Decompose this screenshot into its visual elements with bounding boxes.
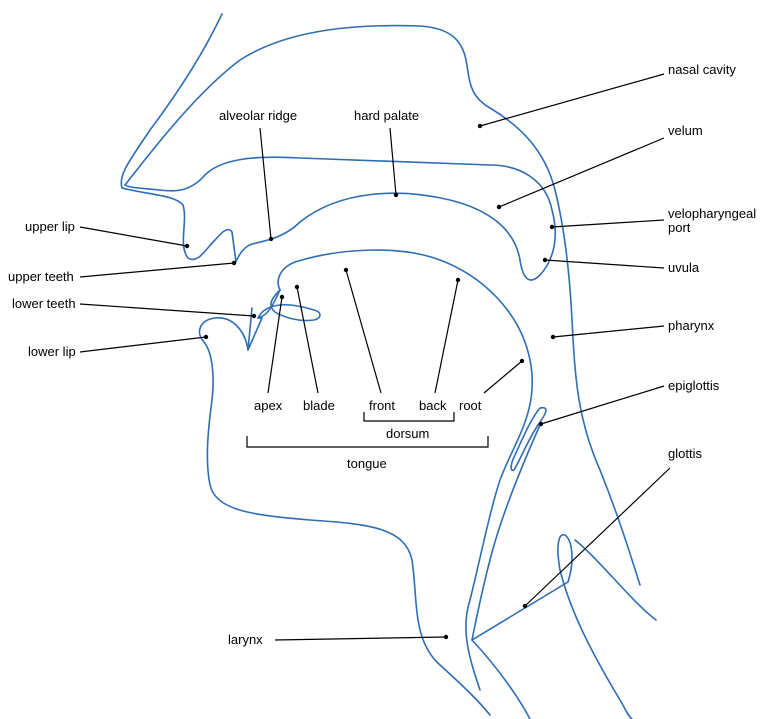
- point-apex: [279, 294, 285, 300]
- point-epiglottis: [538, 421, 544, 427]
- label-pharynx: pharynx: [668, 318, 715, 333]
- label-lower-teeth: lower teeth: [12, 296, 76, 311]
- leader-root: [483, 360, 523, 394]
- nasal-roof-outline: [124, 24, 641, 586]
- point-pharynx: [550, 334, 556, 340]
- point-velopharyngeal-port: [549, 224, 555, 230]
- point-front: [343, 267, 349, 273]
- lower-teeth-outline: [247, 307, 263, 351]
- label-alveolar-ridge: alveolar ridge: [219, 108, 297, 123]
- label-nasal-cavity: nasal cavity: [668, 62, 736, 77]
- point-velum: [496, 204, 502, 210]
- label-larynx: larynx: [228, 632, 263, 647]
- tongue-outline: [257, 249, 534, 691]
- larynx-front-outline: [471, 424, 541, 641]
- label-apex: apex: [254, 398, 283, 413]
- tongue-tip-outline: [257, 289, 321, 322]
- pharynx-back-wall: [574, 539, 657, 621]
- leader-back: [434, 279, 459, 394]
- leader-epiglottis: [540, 385, 665, 425]
- leader-uvula: [544, 259, 665, 269]
- leader-velopharyngeal-port: [551, 219, 665, 228]
- leader-upper-lip: [79, 226, 188, 247]
- label-tongue: tongue: [347, 456, 387, 471]
- label-velum: velum: [668, 123, 703, 138]
- nasal-cavity-outline: [120, 13, 556, 281]
- label-velopharyngeal-line2: port: [668, 220, 691, 235]
- label-glottis: glottis: [668, 446, 702, 461]
- label-hard-palate: hard palate: [354, 108, 419, 123]
- leader-blade: [296, 286, 319, 394]
- dorsum-bracket: [363, 412, 455, 422]
- point-hard-palate: [393, 192, 399, 198]
- point-upper-teeth: [231, 260, 237, 266]
- leader-glottis: [524, 467, 671, 607]
- label-epiglottis: epiglottis: [668, 378, 720, 393]
- label-uvula: uvula: [668, 260, 700, 275]
- leader-hard-palate: [389, 127, 397, 196]
- label-root: root: [459, 398, 482, 413]
- leader-front: [345, 269, 382, 394]
- label-dorsum: dorsum: [386, 426, 429, 441]
- glottis-lower-outline: [471, 639, 531, 719]
- label-lower-lip: lower lip: [28, 344, 76, 359]
- point-blade: [294, 284, 300, 290]
- tongue-bracket: [246, 436, 489, 448]
- leader-upper-teeth: [79, 262, 235, 278]
- vocal-fold-outline: [471, 533, 633, 719]
- leader-lower-teeth: [79, 303, 255, 317]
- point-upper-lip: [184, 243, 190, 249]
- leader-velum: [498, 137, 665, 208]
- point-nasal-cavity: [477, 123, 483, 129]
- label-blade: blade: [303, 398, 335, 413]
- label-velopharyngeal-line1: velopharyngeal: [668, 206, 756, 221]
- leader-apex: [267, 296, 283, 394]
- lower-lip-outline: [198, 317, 491, 716]
- leader-larynx: [274, 636, 447, 641]
- point-back: [455, 277, 461, 283]
- leader-pharynx: [552, 325, 665, 338]
- point-alveolar-ridge: [268, 236, 274, 242]
- label-upper-teeth: upper teeth: [8, 269, 74, 284]
- point-larynx: [443, 634, 449, 640]
- label-front: front: [369, 398, 395, 413]
- leader-lower-lip: [79, 336, 207, 353]
- point-uvula: [542, 257, 548, 263]
- epiglottis-outline: [510, 406, 547, 472]
- point-root: [519, 358, 525, 364]
- label-back: back: [419, 398, 447, 413]
- label-upper-lip: upper lip: [25, 219, 75, 234]
- point-glottis: [522, 603, 528, 609]
- leader-alveolar-ridge: [259, 127, 272, 240]
- point-lower-teeth: [251, 313, 257, 319]
- point-lower-lip: [203, 334, 209, 340]
- leader-nasal-cavity: [479, 73, 665, 127]
